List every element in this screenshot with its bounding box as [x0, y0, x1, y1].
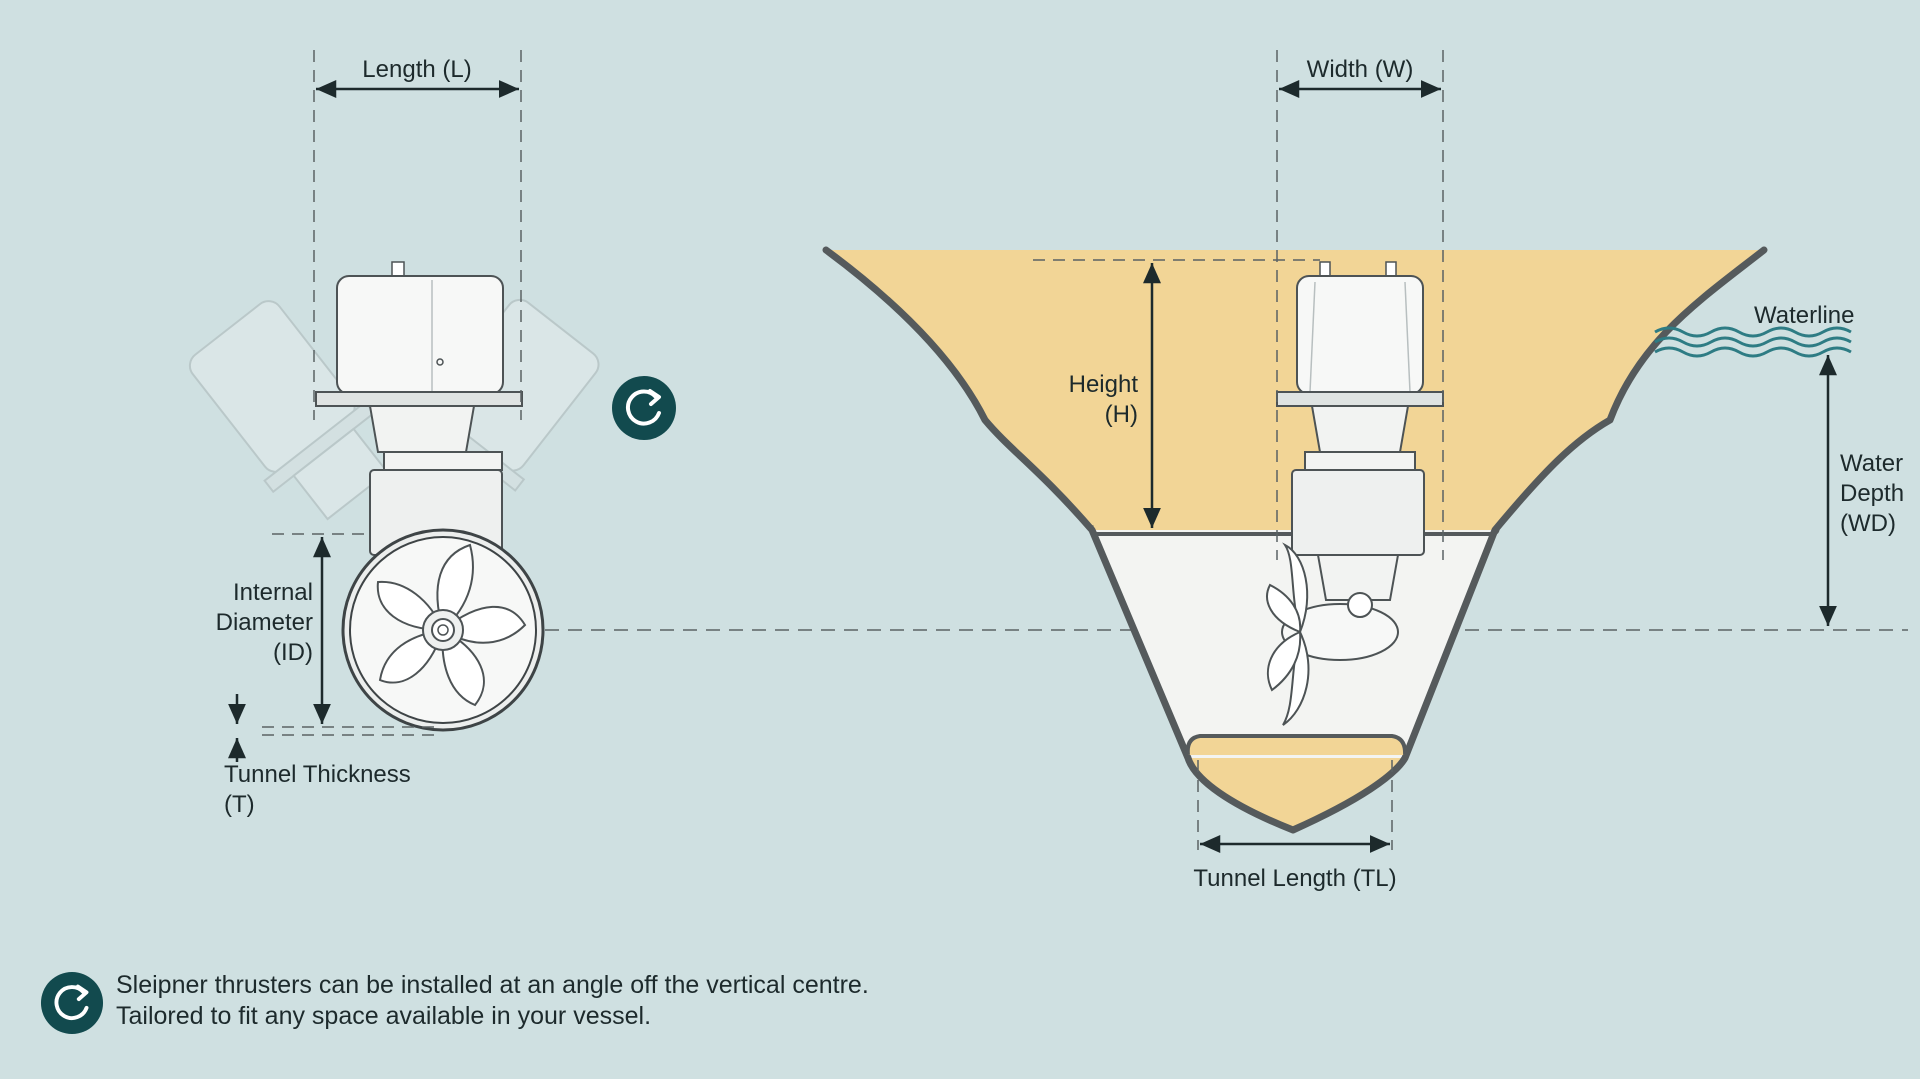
side-view-thruster [188, 50, 600, 762]
hull-cross-section [822, 50, 1852, 853]
rotate-clockwise-icon [40, 971, 104, 1035]
internal-diameter-line2: Diameter [215, 609, 313, 636]
height-label-line2: (H) [1104, 401, 1138, 428]
note-line1: Sleipner thrusters can be installed at a… [116, 971, 869, 999]
height-label: Height (H) [1000, 370, 1138, 430]
height-label-line1: Height [1068, 371, 1138, 398]
water-depth-line3: (WD) [1840, 510, 1896, 537]
length-label: Length (L) [362, 56, 472, 83]
keel [1188, 758, 1405, 830]
rotate-badge [611, 375, 677, 441]
internal-diameter-line1: Internal [232, 579, 313, 606]
water-depth-line2: Depth [1840, 480, 1905, 507]
hull-thruster [1266, 261, 1444, 726]
tunnel-thickness-line2: (T) [224, 791, 255, 818]
tunnel-thickness-label: Tunnel Thickness (T) [224, 760, 411, 820]
tunnel-front-view [341, 528, 545, 732]
width-label: Width (W) [1306, 56, 1414, 83]
tunnel-length-label: Tunnel Length (TL) [1193, 865, 1397, 892]
hull-propeller [1266, 542, 1310, 726]
rotate-clockwise-icon [612, 376, 676, 440]
internal-diameter-label: Internal Diameter (ID) [150, 578, 313, 668]
installation-note: Sleipner thrusters can be installed at a… [116, 970, 869, 1032]
note-line2: Tailored to fit any space available in y… [116, 1002, 652, 1030]
internal-diameter-line3: (ID) [273, 639, 313, 666]
water-depth-label: Water Depth (WD) [1840, 449, 1904, 539]
waterline-waves [1654, 326, 1852, 358]
ghost-motor-left [188, 300, 389, 521]
hull-upper [828, 250, 1762, 530]
waterline-label: Waterline [1754, 302, 1855, 329]
tunnel-thickness-line1: Tunnel Thickness [224, 761, 411, 788]
note-icon-badge [40, 971, 104, 1035]
water-depth-line1: Water [1840, 450, 1904, 477]
